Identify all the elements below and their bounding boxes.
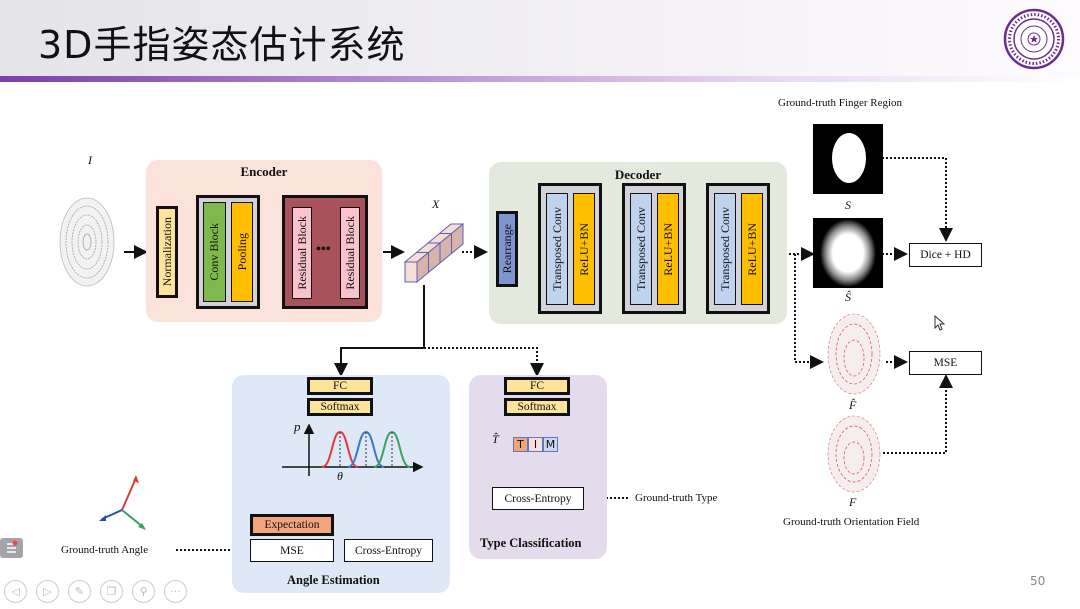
slide-title: 3D手指姿态估计系统 [38,23,406,67]
gt-finger-mask-image [813,124,883,194]
gt-mask-symbol: S [845,198,851,212]
next-slide-button[interactable]: ▷ [36,580,59,603]
residual-block-1: Residual Block [292,207,312,299]
angle-mse-loss: MSE [250,539,334,562]
angle-fc-block: FC [307,377,373,395]
magnifier-icon: ⚲ [139,585,148,598]
slide-header [0,0,1080,78]
menu-list-button[interactable] [0,538,23,558]
gt-angle-label: Ground-truth Angle [61,544,149,556]
pen-icon: ✎ [74,585,85,598]
chevron-right-icon: ▷ [43,585,52,598]
type-class-vector: T I M [513,437,561,455]
normalization-block: Normalization [156,206,178,298]
more-options-button[interactable]: ··· [164,580,187,603]
theta-axis-label: θ [337,469,343,483]
previous-slide-button[interactable]: ◁ [4,580,27,603]
class-i: I [528,437,543,452]
relu-bn-2: ReLU+BN [657,193,679,305]
class-t: T [513,437,528,452]
input-symbol: I [88,153,92,167]
angle-softmax-block: Softmax [307,398,373,416]
feature-tensor-icon [403,220,465,284]
finger-region-title: Ground-truth Finger Region [778,97,903,109]
axes-3d-icon [96,472,152,532]
type-pred-symbol: T̂ [492,432,499,446]
ellipsis: ••• [316,242,331,257]
slide-overview-button[interactable]: ❐ [100,580,123,603]
type-softmax-block: Softmax [504,398,570,416]
slides-icon: ❐ [106,585,117,598]
dice-hd-loss: Dice + HD [909,243,982,267]
transposed-conv-3: Transposed Conv [714,193,736,305]
class-m: M [543,437,558,452]
decoder-title: Decoder [614,167,662,182]
gt-orientation-field-image [826,414,882,494]
angle-estimation-title: Angle Estimation [287,573,380,587]
type-classification-title: Type Classification [480,536,582,550]
transposed-conv-2: Transposed Conv [630,193,652,305]
zoom-button[interactable]: ⚲ [132,580,155,603]
p-axis-label: p [294,419,301,434]
conv-block: Conv Block [203,202,226,302]
expectation-block: Expectation [250,514,334,536]
feature-symbol: X [432,197,440,211]
pred-orientation-field-image [826,312,882,396]
title-underline [0,76,1080,82]
fingerprint-icon [58,196,116,288]
angle-distribution-plot [282,420,427,482]
orientation-mse-loss: MSE [909,351,982,375]
transposed-conv-1: Transposed Conv [546,193,568,305]
pooling-block: Pooling [231,202,253,302]
rearrange-block: Rearrange [496,211,518,287]
type-fc-block: FC [504,377,570,395]
gt-orientation-symbol: F [849,495,857,509]
angle-cross-entropy-loss: Cross-Entropy [344,539,433,562]
pred-finger-mask-image [813,218,883,288]
encoder-title: Encoder [240,164,288,179]
pred-orientation-symbol: F̂ [849,398,857,412]
residual-block-2: Residual Block [340,207,360,299]
relu-bn-1: ReLU+BN [573,193,595,305]
relu-bn-3: ReLU+BN [741,193,763,305]
pen-tool-button[interactable]: ✎ [68,580,91,603]
more-icon: ··· [170,585,181,598]
gt-type-label: Ground-truth Type [635,492,718,504]
university-logo-icon [1003,8,1065,70]
pred-mask-symbol: Ŝ [845,290,851,304]
page-number: 50 [1030,574,1046,588]
orientation-title: Ground-truth Orientation Field [783,516,920,528]
chevron-left-icon: ◁ [11,585,20,598]
type-cross-entropy-loss: Cross-Entropy [492,487,584,510]
